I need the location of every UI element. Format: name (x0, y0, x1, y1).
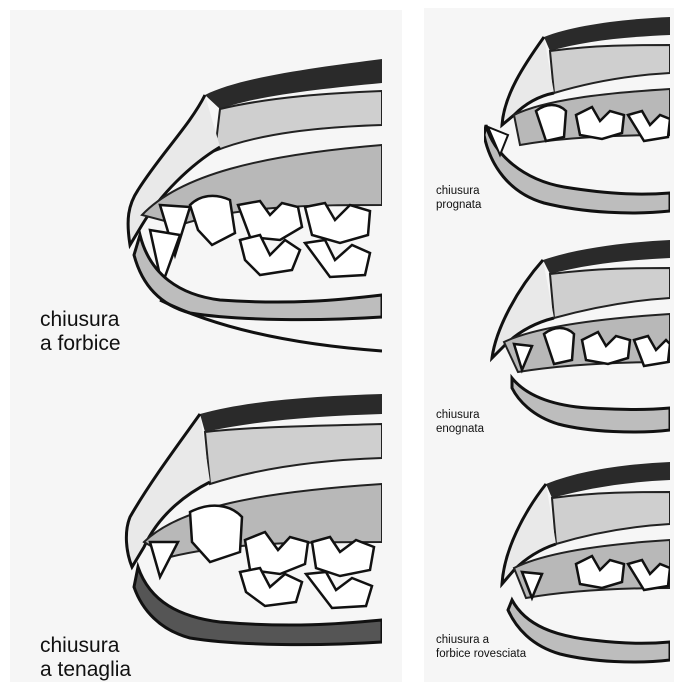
panel-gutter (402, 0, 424, 684)
level-bite-drawing (120, 392, 382, 672)
figure-caption: chiusura a forbice rovesciata (436, 633, 526, 661)
figure-caption: chiusura a forbice (40, 308, 121, 356)
figure-caption: chiusura a tenaglia (40, 634, 131, 682)
enognathic-bite-drawing (488, 238, 670, 434)
figure-caption: chiusura prognata (436, 184, 481, 212)
figure-caption: chiusura enognata (436, 408, 484, 436)
prognathic-bite-drawing (484, 15, 670, 215)
scissor-bite-drawing (120, 55, 382, 355)
